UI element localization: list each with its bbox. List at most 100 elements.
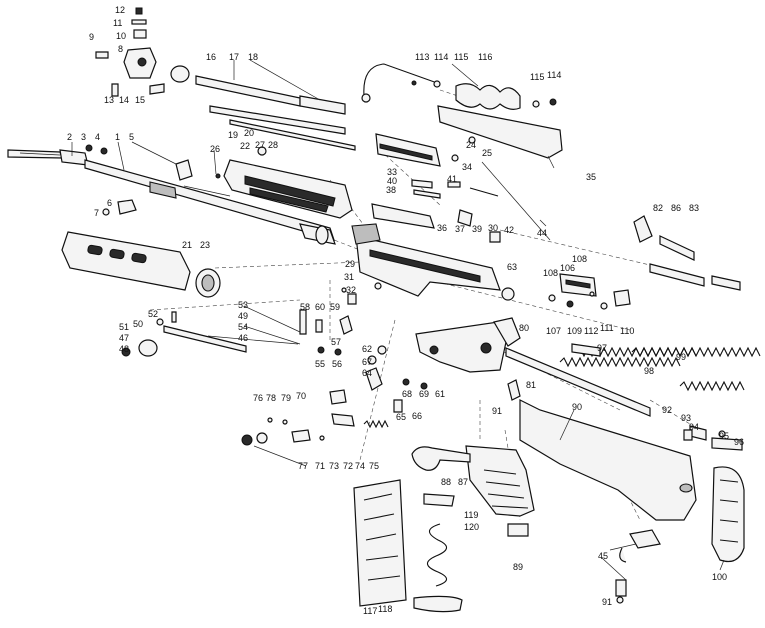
callout-label: 16	[206, 52, 217, 62]
gas-system-parts	[170, 65, 356, 156]
callout-label: 42	[504, 225, 515, 235]
barrel-part	[7, 149, 336, 245]
callout-label: 9	[89, 32, 95, 42]
callout-label: 80	[519, 323, 530, 333]
callout-label: 107	[546, 326, 562, 336]
callout-label: 53	[238, 300, 249, 310]
callout-label: 91	[602, 597, 613, 607]
callout-label: 30	[488, 223, 499, 233]
callout-leader-lines	[71, 59, 725, 581]
callout-label: 86	[671, 203, 682, 213]
callout-label: 11	[113, 18, 123, 28]
callout-label: 15	[135, 95, 146, 105]
callout-label: 74	[355, 461, 366, 471]
buttstock-small-parts	[683, 425, 743, 451]
callout-label: 14	[119, 95, 130, 105]
callout-label: 115	[454, 52, 469, 62]
callout-label: 18	[248, 52, 259, 62]
small-front-parts	[85, 144, 221, 216]
callout-label: 108	[543, 268, 559, 278]
callout-label: 117	[363, 606, 378, 616]
callout-label: 40	[387, 176, 398, 186]
buttstock-part	[519, 399, 697, 521]
callout-label: 114	[434, 52, 449, 62]
callout-label: 58	[300, 302, 311, 312]
callout-label: 120	[464, 522, 480, 532]
callout-label: 79	[281, 393, 292, 403]
callout-label: 93	[681, 413, 692, 423]
butt-plate-part	[711, 466, 745, 563]
callout-label: 108	[572, 254, 588, 264]
callout-label: 38	[386, 185, 397, 195]
callout-label: 31	[344, 272, 355, 282]
callout-label: 88	[441, 477, 452, 487]
callout-label: 71	[315, 461, 326, 471]
callout-label: 12	[115, 5, 126, 15]
callout-label: 57	[331, 337, 342, 347]
callout-label: 63	[507, 262, 518, 272]
callout-label: 48	[119, 344, 130, 354]
callout-label: 51	[119, 322, 130, 332]
callout-label: 62	[362, 344, 373, 354]
callout-label: 78	[266, 393, 277, 403]
callout-label: 60	[315, 302, 326, 312]
callout-label: 21	[182, 240, 193, 250]
callout-label: 106	[560, 263, 576, 273]
callout-label: 70	[296, 391, 307, 401]
callout-label: 33	[387, 167, 398, 177]
upper-handguard-part	[223, 159, 353, 219]
callout-label: 95	[719, 431, 730, 441]
callout-label: 112	[584, 326, 599, 336]
callout-label: 98	[644, 366, 655, 376]
pistol-grip-part	[465, 445, 535, 517]
callout-label: 92	[662, 405, 673, 415]
callout-label: 2	[67, 132, 73, 142]
callout-label: 56	[332, 359, 343, 369]
lower-receiver-part	[415, 287, 521, 373]
callout-label: 118	[378, 604, 393, 614]
recoil-tube-part	[505, 347, 651, 417]
callout-label: 26	[210, 144, 221, 154]
callout-label: 73	[329, 461, 340, 471]
front-sight-parts	[95, 7, 165, 97]
callout-label: 32	[346, 285, 357, 295]
callout-label: 17	[229, 52, 240, 62]
callout-label: 49	[238, 311, 249, 321]
callout-label: 94	[689, 422, 700, 432]
callout-label: 65	[396, 412, 407, 422]
callout-label: 111	[600, 323, 614, 333]
callout-label: 109	[567, 326, 583, 336]
lower-handguard-part	[61, 231, 221, 298]
carry-handle-part	[361, 63, 441, 103]
callout-label: 25	[482, 148, 493, 158]
trigger-group-parts	[241, 293, 428, 446]
callout-label: 82	[653, 203, 664, 213]
callout-label: 64	[362, 368, 373, 378]
callout-label: 47	[119, 333, 130, 343]
callout-label: 34	[462, 162, 473, 172]
callout-label: 29	[345, 259, 356, 269]
callout-label: 61	[435, 389, 446, 399]
magazine-part	[353, 479, 463, 613]
bolt-carrier-parts	[371, 133, 551, 241]
recoil-springs	[559, 343, 761, 392]
callout-label: 100	[712, 572, 728, 582]
callout-label: 27	[255, 140, 266, 150]
rear-sight-parts	[548, 215, 741, 310]
callout-label: 50	[133, 319, 144, 329]
callout-label: 96	[734, 437, 745, 447]
callout-label: 99	[676, 352, 687, 362]
callout-label: 37	[455, 224, 466, 234]
callout-label: 5	[129, 132, 135, 142]
callout-label: 90	[572, 402, 583, 412]
trigger-guard-part	[411, 446, 471, 471]
selector-parts	[121, 311, 299, 357]
callout-label: 67	[362, 357, 373, 367]
callout-label: 4	[95, 132, 101, 142]
callout-label: 77	[298, 461, 309, 471]
callout-label: 22	[240, 141, 251, 151]
callout-label: 28	[268, 140, 279, 150]
callout-label: 19	[228, 130, 239, 140]
